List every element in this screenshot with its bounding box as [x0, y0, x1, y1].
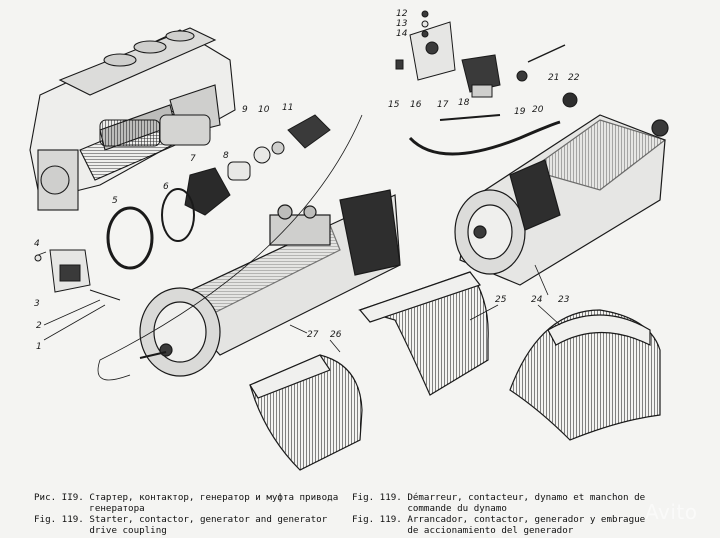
part-number-15: 15: [388, 100, 400, 110]
part-number-4: 4: [34, 239, 40, 249]
starter-motor: [139, 189, 401, 377]
part-number-16: 16: [410, 100, 422, 110]
part-number-23: 23: [558, 295, 570, 305]
part-number-5: 5: [112, 196, 118, 206]
cover-26: [249, 354, 363, 471]
part-number-17: 17: [437, 100, 449, 110]
generator: [454, 114, 669, 286]
part-number-22: 22: [568, 73, 580, 83]
part-number-10: 10: [258, 105, 270, 115]
part-number-18: 18: [458, 98, 470, 108]
part-number-21: 21: [548, 73, 560, 83]
cover-24: [509, 309, 661, 441]
part-number-2: 2: [36, 321, 42, 331]
caption-spanish: Fig. 119. Arrancador, contactor, generad…: [352, 514, 646, 536]
part-number-24: 24: [531, 295, 543, 305]
mount-bracket: [34, 249, 121, 301]
engine-block: [29, 27, 236, 211]
part-number-8: 8: [223, 151, 229, 161]
caption-russian: Рис. II9. Стартер, контактор, генератор …: [34, 492, 339, 514]
leader-lines: [37, 114, 561, 381]
part-number-7: 7: [190, 154, 196, 164]
part-number-13: 13: [396, 19, 408, 29]
part-number-14: 14: [396, 29, 408, 39]
cover-25: [358, 271, 489, 396]
drive-coupling-parts: [99, 114, 331, 270]
caption-english: Fig. 119. Starter, contactor, generator …: [34, 514, 328, 536]
part-number-3: 3: [34, 299, 40, 309]
part-number-1: 1: [36, 342, 42, 352]
part-number-6: 6: [163, 182, 169, 192]
part-number-12: 12: [396, 9, 408, 19]
part-number-26: 26: [330, 330, 342, 340]
part-number-11: 11: [282, 103, 294, 113]
watermark-logo: Avito: [645, 500, 698, 524]
part-number-20: 20: [532, 105, 544, 115]
contactor-assembly: [395, 10, 578, 156]
part-number-27: 27: [307, 330, 319, 340]
part-number-19: 19: [514, 107, 526, 117]
caption-french: Fig. 119. Démarreur, contacteur, dynamo …: [352, 492, 646, 514]
part-number-9: 9: [242, 105, 248, 115]
part-number-25: 25: [495, 295, 507, 305]
